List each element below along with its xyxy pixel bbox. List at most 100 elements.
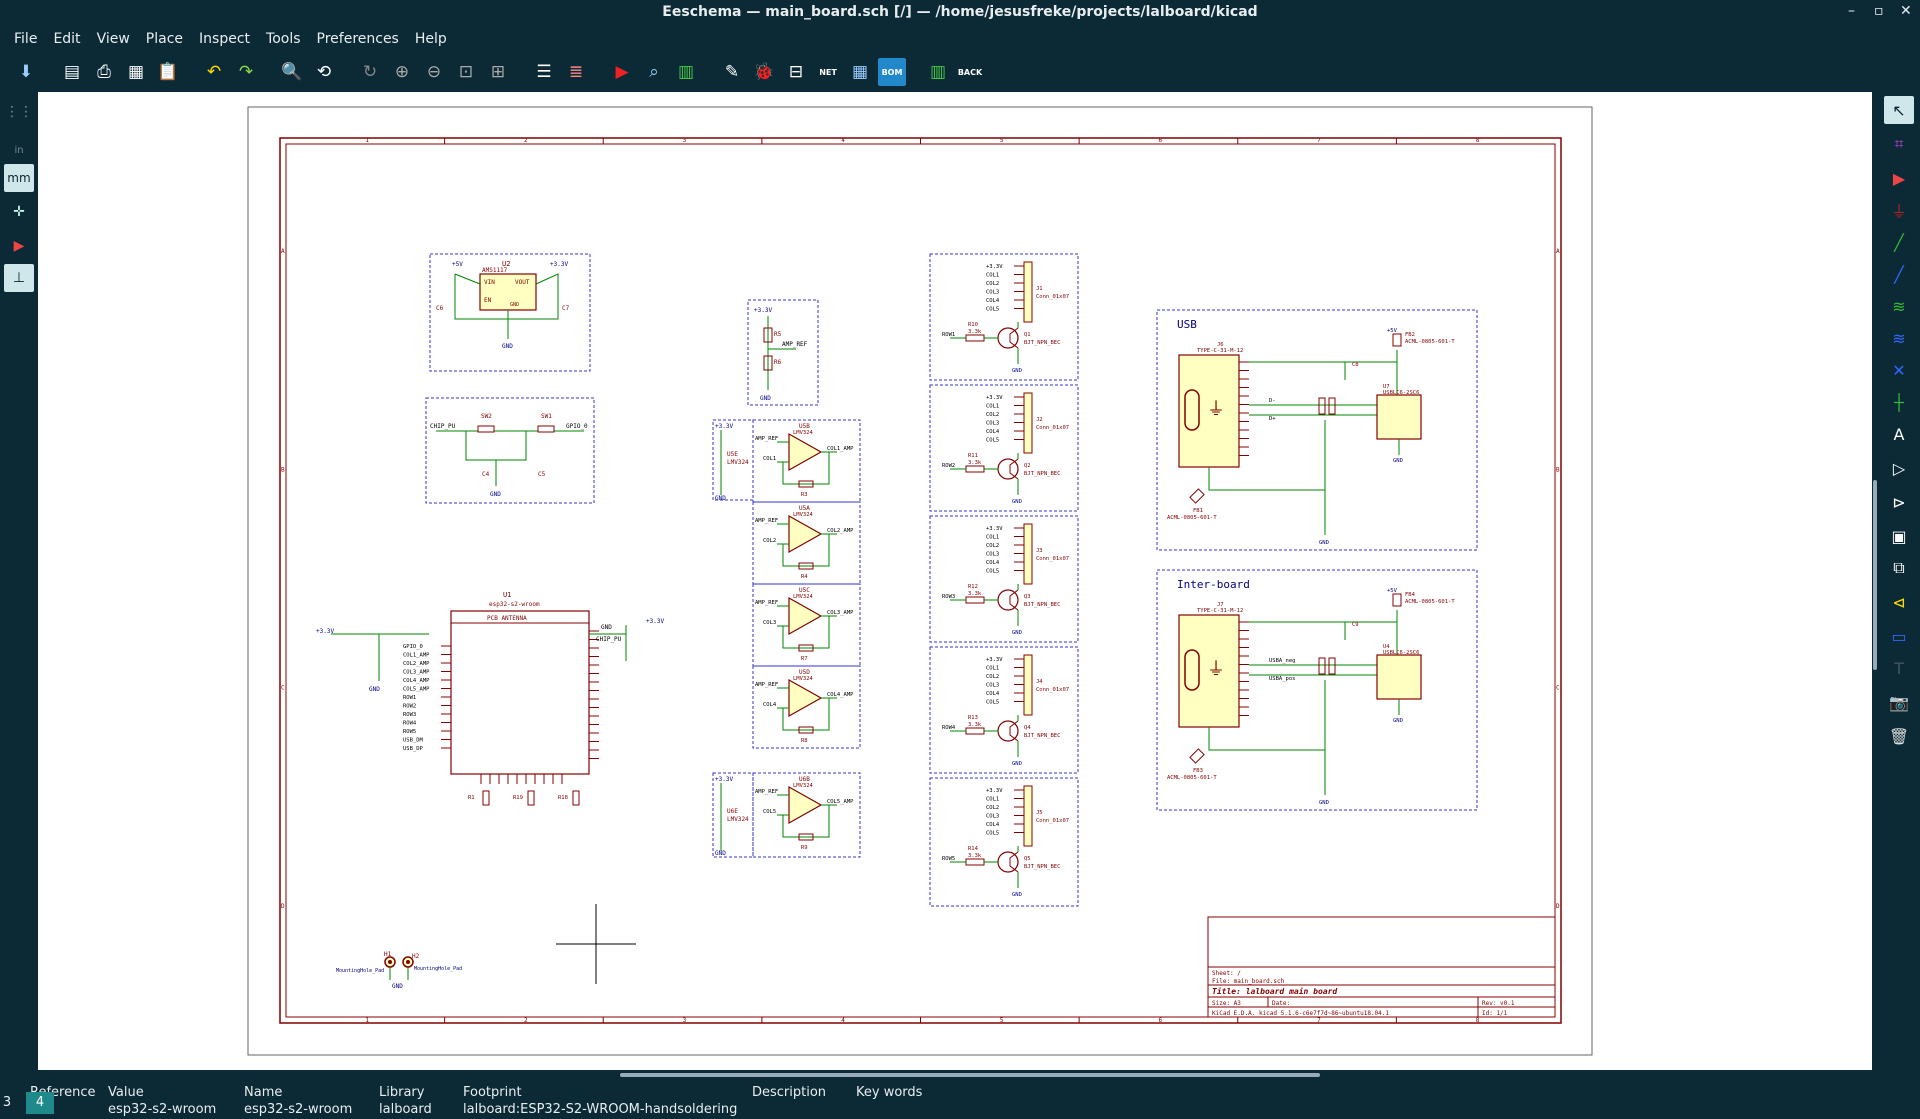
grid-icon[interactable]: ⋮⋮ [5, 104, 33, 120]
cursor-shape-icon[interactable]: ✛ [13, 204, 25, 220]
horizontal-scroll-thumb[interactable] [620, 1073, 1320, 1077]
undo-icon[interactable]: ↶ [206, 62, 222, 82]
menu-view[interactable]: View [96, 31, 130, 47]
menu-preferences[interactable]: Preferences [316, 31, 399, 47]
menu-tools[interactable]: Tools [266, 31, 301, 47]
row-gnd-label: GND [1012, 499, 1022, 505]
close-button[interactable]: ✕ [1900, 3, 1912, 19]
find-replace-icon[interactable]: ⟲ [316, 62, 332, 82]
transistor-value: BJT_NPN_BEC [1024, 733, 1060, 739]
amp-ref: U5A [799, 505, 810, 512]
page-settings-icon[interactable]: ▤ [63, 62, 81, 82]
menu-edit[interactable]: Edit [53, 31, 81, 47]
symbol-editor-icon[interactable]: ▶ [615, 62, 629, 82]
netlist-icon[interactable]: NET [819, 67, 837, 77]
ferrite-value: ACML-0805-601-T [1405, 599, 1455, 605]
add-power-icon[interactable]: ⏚ [1890, 202, 1907, 221]
bom-icon[interactable]: BOM [878, 58, 906, 86]
erc-icon[interactable]: 🐞 [753, 62, 775, 82]
usb-cap-ref: C8 [1352, 362, 1359, 368]
row-pin-label: COL2 [986, 412, 999, 418]
import-sheet-pin-icon[interactable]: ⧉ [1893, 558, 1905, 577]
wire-bus-entry-icon[interactable]: ≋ [1892, 296, 1906, 316]
amp-in-ref: AMP_REF [755, 682, 778, 688]
add-sheet-icon[interactable]: ▣ [1891, 526, 1907, 546]
refresh-icon[interactable]: ↻ [362, 62, 378, 82]
add-image-icon[interactable]: 📷 [1889, 692, 1909, 712]
add-bus-icon[interactable]: ╱ [1894, 264, 1904, 284]
row-net-label: ROW5 [942, 856, 955, 862]
no-connect-icon[interactable]: ✕ [1892, 360, 1906, 380]
zoom-in-icon[interactable]: ⊕ [394, 62, 410, 82]
connector-symbol [1023, 392, 1033, 454]
mcu-left-pins: GPIO_0COL1_AMPCOL2_AMPCOL3_AMPCOL4_AMPCO… [403, 644, 451, 752]
delete-icon[interactable]: 🗑 [1888, 726, 1910, 746]
plot-icon[interactable]: ▦ [127, 62, 145, 82]
status-tab-3[interactable]: 3 [0, 1092, 14, 1114]
window-title: Eeschema — main_board.sch [/] — /home/je… [0, 0, 1920, 24]
find-icon[interactable]: 🔍 [281, 62, 303, 82]
status-value-name: esp32-s2-wroom [244, 1102, 353, 1117]
assign-footprints-icon[interactable]: ⊟ [788, 62, 804, 82]
leave-sheet-icon[interactable]: ≣ [568, 62, 584, 82]
row-stage: +3.3VCOL1COL2COL3COL4COL5J2Conn_01x07Q2B… [929, 384, 1079, 512]
mcu-left-net-label: COL5_AMP [403, 687, 430, 693]
bus-bus-entry-icon[interactable]: ≋ [1892, 328, 1906, 348]
add-label-icon[interactable]: A [1893, 424, 1905, 444]
title-size: Size: A3 [1212, 1000, 1241, 1007]
symbol-browser-icon[interactable]: ⌕ [649, 62, 659, 82]
menu-file[interactable]: File [14, 31, 38, 47]
global-label-icon[interactable]: ▷ [1892, 458, 1906, 478]
hierarchy-navigator-icon[interactable]: ☰ [536, 62, 552, 82]
amp-resistor-ref: R9 [801, 845, 808, 851]
vertical-scroll-thumb[interactable] [1873, 480, 1877, 670]
base-resistor-ref: R10 [968, 322, 978, 328]
footprint-editor-icon[interactable]: ▥ [677, 62, 695, 82]
amp-value: LMV324 [793, 430, 814, 436]
usb-conn-ref: J6 [1217, 342, 1224, 348]
maximize-button[interactable]: ▫ [1874, 3, 1884, 19]
add-graphic-line-icon[interactable]: ▭ [1891, 626, 1907, 646]
line-mode-icon[interactable]: ⊥ [4, 264, 34, 292]
amp-stages: U5BLMV324AMP_REFCOL1COL1_AMPR3U5ALMV324A… [752, 419, 861, 858]
paste-icon[interactable]: 📋 [157, 62, 179, 82]
add-wire-icon[interactable]: ╱ [1894, 232, 1904, 252]
zoom-out-icon[interactable]: ⊖ [426, 62, 442, 82]
hier-label-icon[interactable]: ⊳ [1892, 492, 1906, 512]
select-icon[interactable]: ↖ [1884, 96, 1914, 124]
amp-ref: U5B [799, 423, 810, 430]
zoom-fit-icon[interactable]: ⊡ [458, 62, 474, 82]
hidden-pins-icon[interactable]: ▶ [13, 238, 25, 254]
menu-help[interactable]: Help [414, 31, 447, 47]
print-icon[interactable]: ⎙ [97, 62, 111, 82]
row-net-label: ROW4 [942, 725, 956, 731]
frame-col-label-top: 8 [1476, 137, 1480, 144]
amp-in-ref: AMP_REF [755, 600, 778, 606]
menu-place[interactable]: Place [145, 31, 184, 47]
annotate-icon[interactable]: ✎ [724, 62, 740, 82]
row-gnd-label: GND [1012, 761, 1022, 767]
zoom-selection-icon[interactable]: ⊞ [490, 62, 506, 82]
add-symbol-icon[interactable]: ▶ [1892, 168, 1906, 188]
regulator-ref: U2 [502, 260, 510, 268]
status-tab-4[interactable]: 4 [26, 1092, 54, 1114]
mm-units-button[interactable]: mm [4, 164, 34, 192]
pcbnew-icon[interactable]: ▥ [929, 62, 947, 82]
highlight-net-icon[interactable]: ⌗ [1894, 134, 1904, 153]
table-icon[interactable]: ▦ [851, 62, 869, 82]
usb-dm-label: USBA_neg [1269, 658, 1296, 664]
inch-units-icon[interactable]: in [14, 144, 24, 156]
save-icon[interactable]: ⬇ [18, 62, 34, 82]
redo-icon[interactable]: ↷ [238, 62, 254, 82]
menu-inspect[interactable]: Inspect [199, 31, 251, 47]
junction-icon[interactable]: ┼ [1894, 392, 1904, 412]
add-text-icon[interactable]: T [1894, 658, 1904, 678]
main-toolbar: ⬇ ▤ ⎙ ▦ 📋 ↶ ↷ 🔍 ⟲ ↻ ⊕ ⊖ ⊡ ⊞ ☰ ≣ ▶ ⌕ ▥ ✎ … [12, 56, 984, 88]
regulator-cout: C7 [562, 305, 570, 312]
minimize-button[interactable]: – [1848, 3, 1855, 19]
sheet-pin-icon[interactable]: ⊲ [1892, 592, 1906, 612]
back-annotate-icon[interactable]: BACK [957, 67, 983, 77]
mcu-left-net-label: USB_DP [403, 746, 424, 752]
